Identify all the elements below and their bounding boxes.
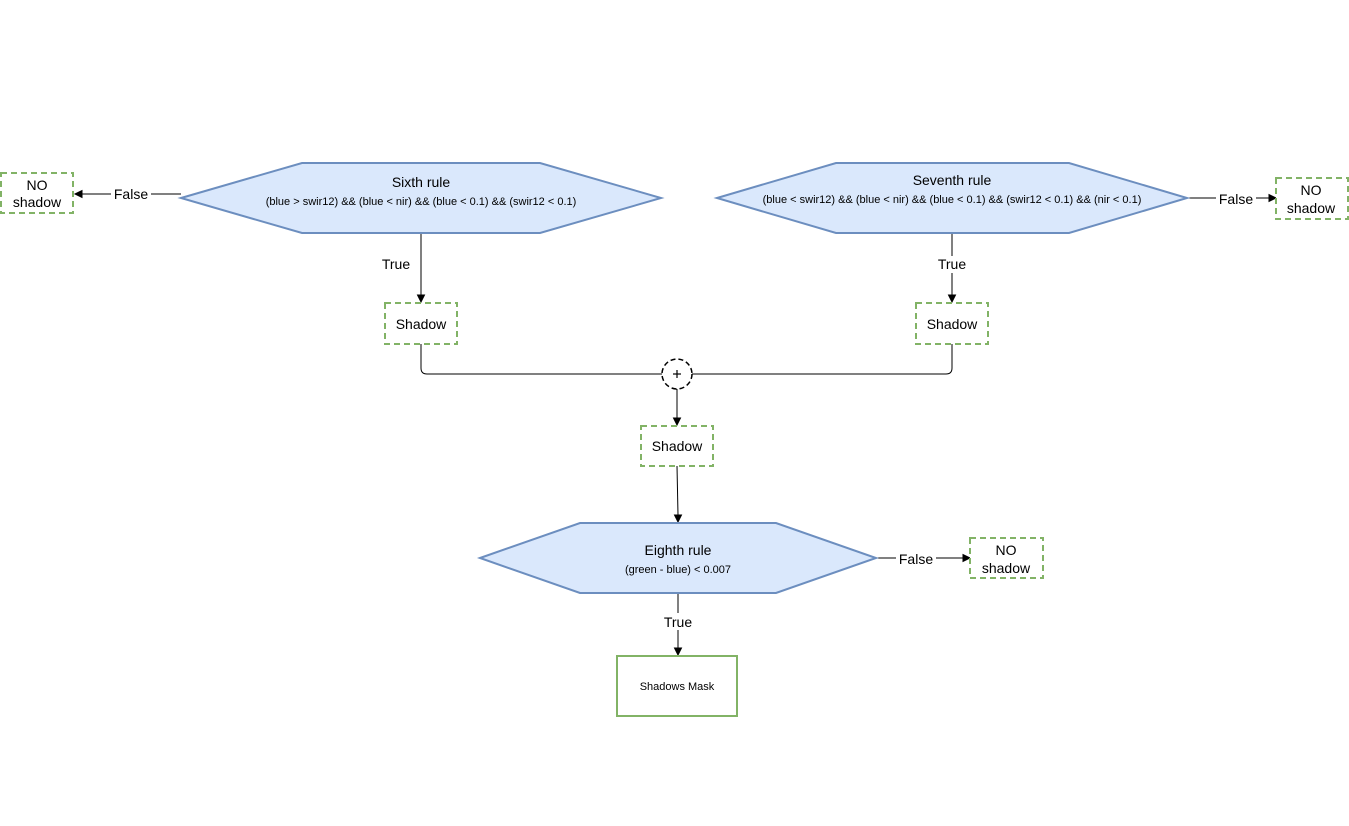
eighth-rule-expression: (green - blue) < 0.007 — [625, 564, 731, 576]
edge-label-true-eighth: True — [664, 614, 692, 630]
arrowhead — [672, 417, 682, 427]
no-shadow-left-node: NO shadow — [0, 172, 74, 214]
shadows-mask-node: Shadows Mask — [616, 655, 738, 717]
sixth-rule-expression: (blue > swir12) && (blue < nir) && (blue… — [266, 196, 577, 208]
shadow-center-label: Shadow — [652, 438, 703, 454]
arrowhead — [962, 553, 972, 563]
shadow-right-node: Shadow — [915, 302, 989, 345]
edge-label-true-seventh: True — [938, 256, 966, 272]
arrowhead — [673, 647, 683, 657]
sixth-rule-title: Sixth rule — [392, 174, 451, 190]
arrowhead — [73, 189, 83, 199]
eighth-rule-node: Eighth rule (green - blue) < 0.007 — [476, 522, 880, 594]
shadows-mask-label: Shadows Mask — [640, 681, 715, 693]
eighth-rule-title: Eighth rule — [645, 542, 712, 558]
shadow-right-label: Shadow — [927, 316, 978, 332]
arrowhead — [673, 514, 683, 524]
edge-shadow-right-to-junction — [692, 344, 953, 375]
no-shadow-right-line1: NO — [1301, 182, 1322, 198]
arrowhead — [947, 294, 957, 304]
no-shadow-eighth-line1: NO — [996, 542, 1017, 558]
shadow-center-node: Shadow — [640, 425, 714, 467]
edge-label-true-sixth: True — [382, 256, 410, 272]
seventh-rule-title: Seventh rule — [913, 172, 992, 188]
edge-label-false-seventh: False — [1219, 191, 1253, 207]
edge-shadow-to-eighth — [676, 465, 679, 516]
shadow-left-node: Shadow — [384, 302, 458, 345]
seventh-rule-node: Seventh rule (blue < swir12) && (blue < … — [713, 162, 1191, 234]
junction-node — [661, 358, 693, 390]
arrowhead — [416, 294, 426, 304]
arrowhead — [1268, 193, 1278, 203]
no-shadow-left-line1: NO — [27, 177, 48, 193]
edge-label-false-sixth: False — [114, 186, 148, 202]
no-shadow-right-node: NO shadow — [1275, 177, 1349, 220]
no-shadow-left-line2: shadow — [13, 194, 62, 210]
shadow-left-label: Shadow — [396, 316, 447, 332]
sixth-rule-node: Sixth rule (blue > swir12) && (blue < ni… — [177, 162, 665, 234]
seventh-rule-expression: (blue < swir12) && (blue < nir) && (blue… — [763, 194, 1142, 206]
no-shadow-eighth-line2: shadow — [982, 560, 1031, 576]
edge-shadow-left-to-junction — [420, 344, 662, 375]
no-shadow-right-line2: shadow — [1287, 200, 1336, 216]
no-shadow-eighth-node: NO shadow — [969, 537, 1044, 579]
edge-label-false-eighth: False — [899, 551, 933, 567]
